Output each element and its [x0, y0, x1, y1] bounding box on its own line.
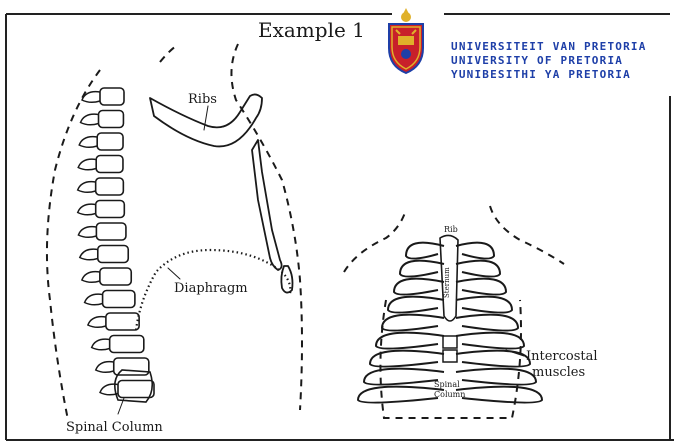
rib-left [406, 243, 444, 259]
label-diaphragm: Diaphragm [174, 281, 248, 296]
label-spinal-column-front: Spinal Column [434, 380, 465, 399]
rib-left [364, 369, 444, 385]
shield-crest-icon [389, 8, 423, 73]
vertebra [100, 268, 131, 285]
vertebra [103, 291, 135, 308]
body-outline-neck [160, 46, 176, 62]
vertebra [96, 156, 123, 173]
rib-left [394, 279, 444, 295]
vertebra [97, 133, 123, 150]
vertebral-column [78, 88, 154, 402]
vertebra [100, 88, 124, 105]
page-title: Example 1 [258, 18, 365, 42]
shoulder-outline-right [490, 206, 564, 264]
rib-left [388, 297, 444, 313]
vertebra [98, 246, 128, 263]
body-outline-back [47, 70, 100, 420]
logo-line-english: UNIVERSITY OF PRETORIA [451, 54, 623, 67]
rib-right [456, 243, 494, 259]
university-logo: UNIVERSITEIT VAN PRETORIA UNIVERSITY OF … [389, 8, 647, 81]
label-spinal-column: Spinal Column [66, 420, 163, 435]
vertebra-process [80, 249, 98, 260]
logo-line-afrikaans: UNIVERSITEIT VAN PRETORIA [451, 40, 647, 53]
vertebra [118, 381, 154, 398]
rib-cage [358, 243, 542, 403]
lower-spine [443, 336, 457, 362]
rib-right [456, 297, 512, 313]
side-view-diagram [47, 44, 302, 420]
vertebra-process [92, 339, 110, 350]
rib-right [456, 261, 500, 277]
shoulder-outline-left [344, 210, 406, 272]
vertebra-process [78, 227, 96, 238]
body-outline-front [231, 44, 302, 410]
rib-right [456, 315, 518, 331]
label-intercostal-muscles: Intercostal muscles [526, 349, 602, 380]
vertebra-process [79, 137, 97, 148]
torso-outline [380, 300, 521, 418]
rib-left [358, 387, 444, 403]
logo-line-sepedi: YUNIBESITHI YA PRETORIA [451, 68, 631, 81]
leader-diaphragm [168, 268, 180, 279]
rib-left [400, 261, 444, 277]
label-rib: Rib [444, 225, 458, 234]
vertebra [106, 313, 139, 330]
label-sternum: Sternum [443, 267, 451, 298]
vertebra [96, 223, 126, 240]
vertebra [110, 336, 144, 353]
rib-right [456, 333, 524, 349]
vertebra-process [78, 182, 96, 193]
rib-left [382, 315, 444, 331]
label-ribs: Ribs [188, 92, 217, 107]
vertebra-process [82, 272, 100, 283]
vertebra-process [96, 362, 114, 373]
vertebra-process [81, 114, 99, 125]
vertebra [96, 201, 125, 218]
rib-segment-lower [252, 140, 282, 270]
vertebra-process [78, 204, 96, 215]
rib-right [456, 387, 542, 403]
vertebra-process [78, 159, 96, 170]
vertebra-process [88, 317, 106, 328]
rib-right [456, 279, 506, 295]
vertebra [99, 111, 124, 128]
rib-right [456, 369, 536, 385]
rib-left [376, 333, 444, 349]
vertebra-process [85, 294, 103, 305]
vertebra [96, 178, 124, 195]
